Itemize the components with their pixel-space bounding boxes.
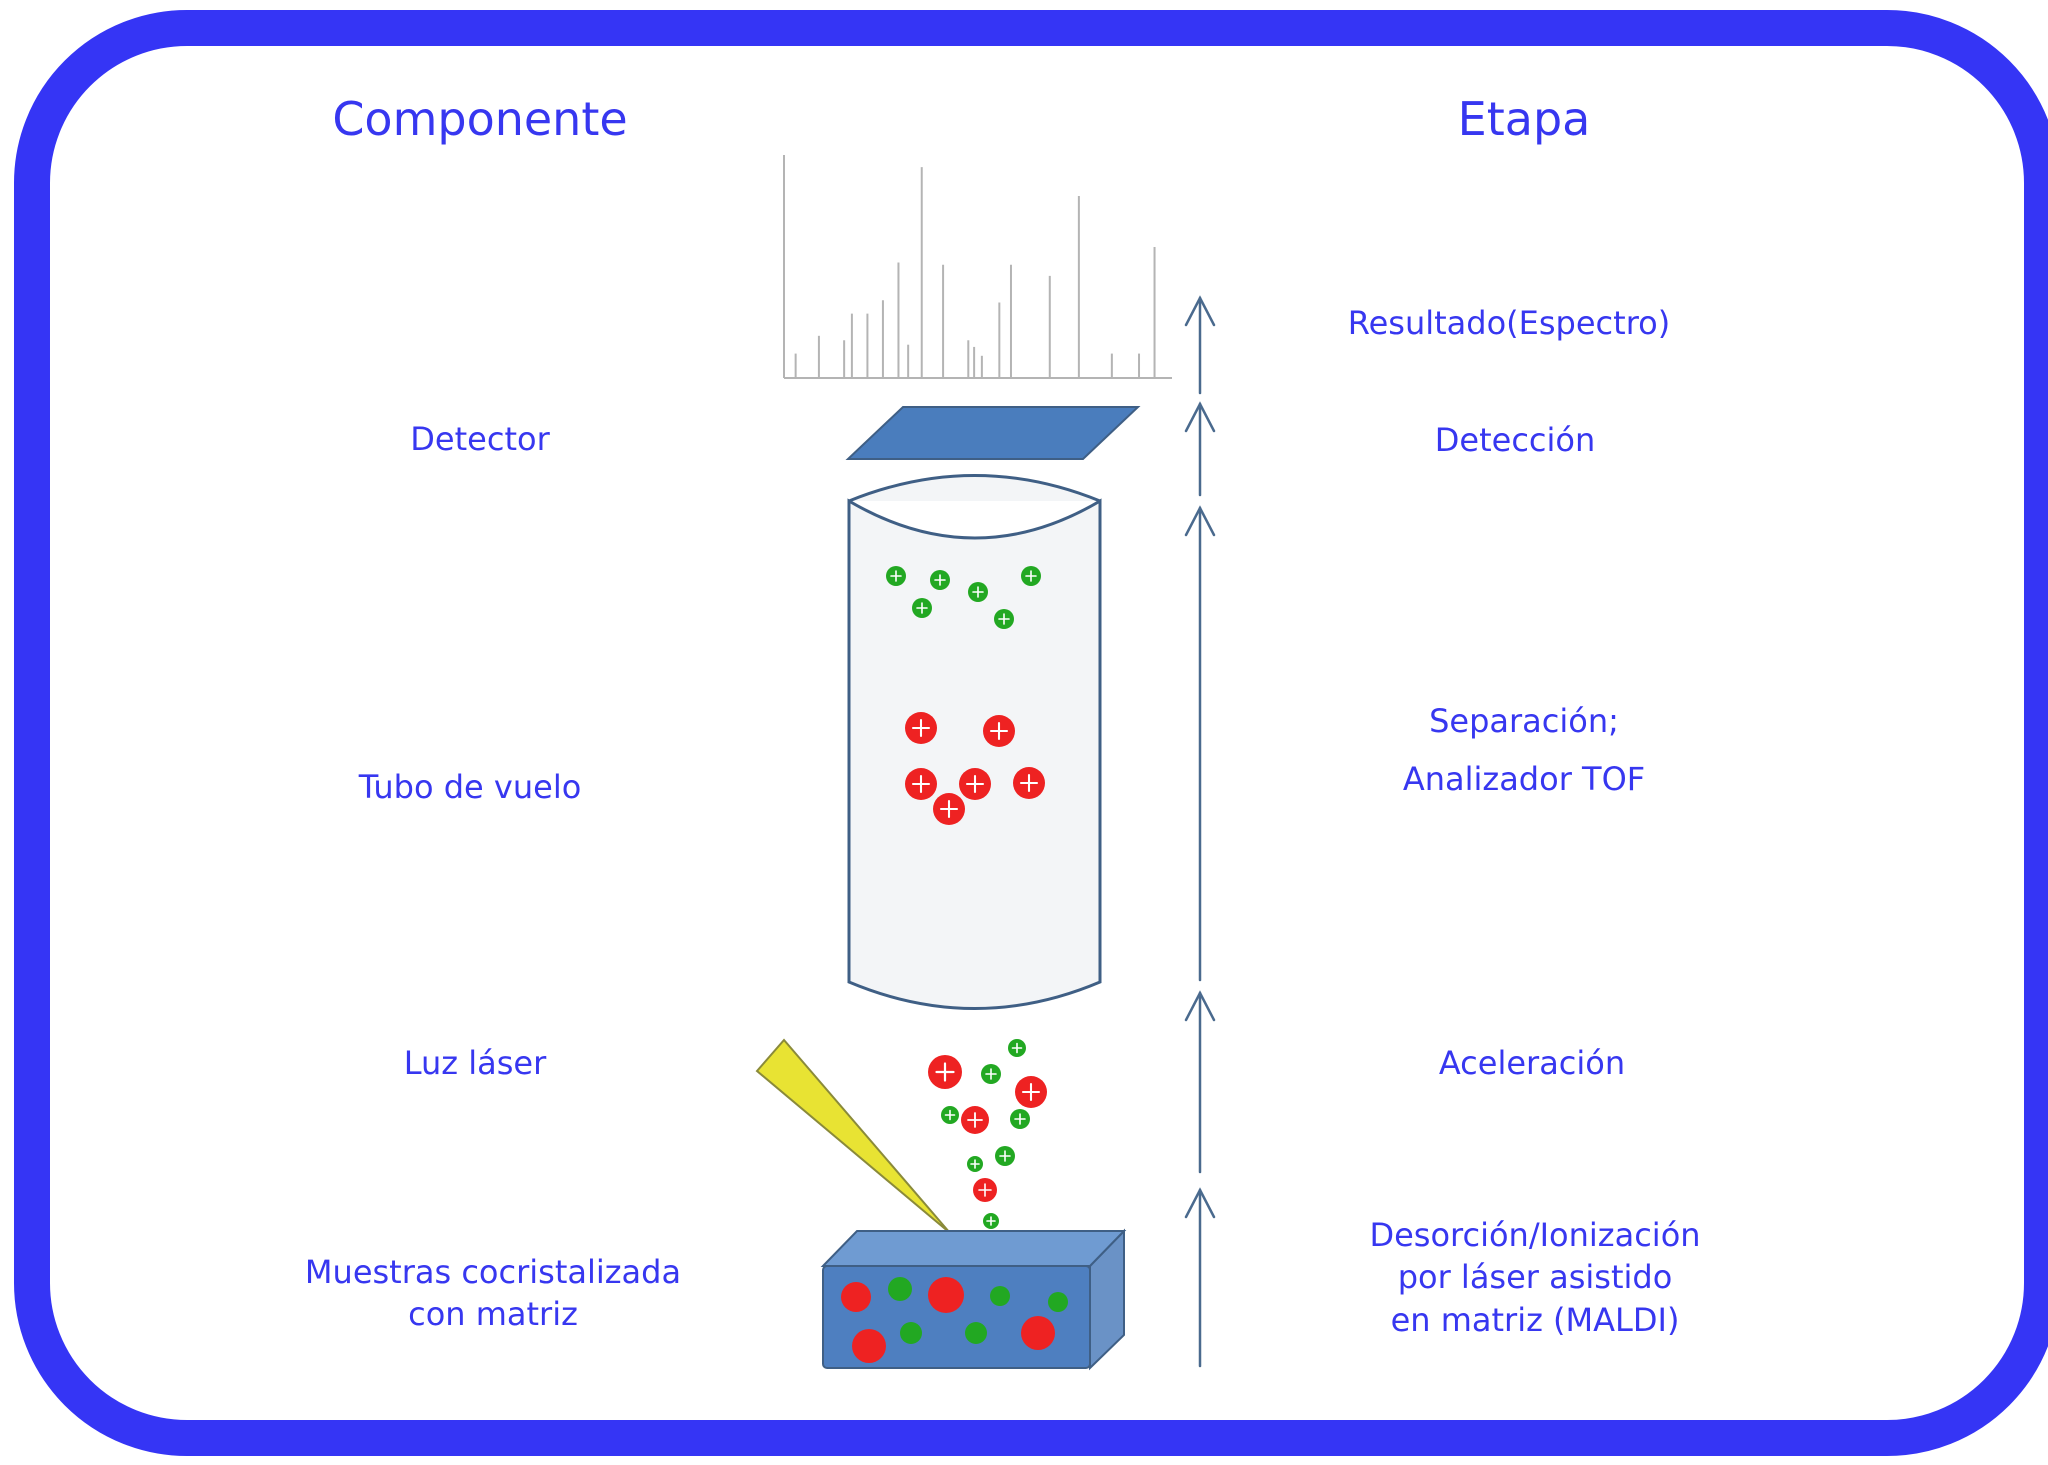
matrix-crystal bbox=[888, 1277, 912, 1301]
light-ion bbox=[994, 609, 1014, 629]
matrix-crystal bbox=[965, 1322, 987, 1344]
flight-tube-body bbox=[847, 498, 1102, 1010]
component-flight-tube: Tubo de vuelo bbox=[358, 768, 582, 806]
plus-sign-icon bbox=[965, 774, 985, 794]
matrix-crystal bbox=[900, 1322, 922, 1344]
plus-sign-icon bbox=[911, 718, 931, 738]
plus-sign-icon bbox=[967, 1112, 983, 1128]
plus-sign-icon bbox=[890, 570, 902, 582]
arrow-up-detection bbox=[1184, 401, 1216, 497]
component-sample: Muestras cocristalizada con matriz bbox=[243, 1253, 743, 1334]
matrix-crystal bbox=[852, 1329, 886, 1363]
sample-plate bbox=[820, 1228, 1127, 1371]
component-laser: Luz láser bbox=[403, 1044, 547, 1082]
plus-sign-icon bbox=[998, 613, 1010, 625]
heavy-ion bbox=[1015, 1076, 1047, 1108]
plus-sign-icon bbox=[978, 1183, 992, 1197]
plus-sign-icon bbox=[1011, 1042, 1023, 1054]
heavy-ion bbox=[1013, 767, 1045, 799]
heavy-ion bbox=[983, 715, 1015, 747]
light-ion bbox=[981, 1064, 1001, 1084]
plus-sign-icon bbox=[1019, 773, 1039, 793]
matrix-crystal bbox=[1048, 1292, 1068, 1312]
stage-separation-line1: Separación; bbox=[1429, 702, 1619, 740]
heavy-ion bbox=[961, 1106, 989, 1134]
stage-acceleration: Aceleración bbox=[1438, 1044, 1626, 1082]
matrix-crystal bbox=[841, 1282, 871, 1312]
plus-sign-icon bbox=[972, 586, 984, 598]
light-ion bbox=[912, 598, 932, 618]
arrow-up-maldi bbox=[1184, 1187, 1216, 1368]
plus-sign-icon bbox=[911, 774, 931, 794]
plus-sign-icon bbox=[970, 1159, 980, 1169]
spectrum-peaks bbox=[794, 167, 1156, 378]
flight-tube bbox=[847, 474, 1102, 1010]
sample-plate-crystals bbox=[841, 1277, 1068, 1363]
plus-sign-icon bbox=[986, 1216, 996, 1226]
matrix-crystal bbox=[1021, 1316, 1055, 1350]
stage-detection: Detección bbox=[1434, 421, 1596, 459]
light-ion bbox=[968, 582, 988, 602]
detector-plate bbox=[845, 406, 1141, 460]
light-ion bbox=[1010, 1109, 1030, 1129]
light-ion bbox=[1008, 1039, 1026, 1057]
plus-sign-icon bbox=[1025, 570, 1037, 582]
plus-sign-icon bbox=[989, 721, 1009, 741]
matrix-crystal bbox=[928, 1277, 964, 1313]
heavy-ion bbox=[928, 1055, 962, 1089]
plus-sign-icon bbox=[985, 1068, 997, 1080]
plus-sign-icon bbox=[916, 602, 928, 614]
stage-result: Resultado(Espectro) bbox=[1347, 304, 1671, 342]
ions-desorption-plume bbox=[928, 1039, 1047, 1229]
laser-beam bbox=[755, 1038, 951, 1234]
plus-sign-icon bbox=[939, 799, 959, 819]
stage-maldi-line3: en matriz (MALDI) bbox=[1390, 1300, 1680, 1339]
light-ion bbox=[995, 1146, 1015, 1166]
light-ion bbox=[967, 1156, 983, 1172]
mass-spectrum bbox=[783, 155, 1172, 379]
plus-sign-icon bbox=[944, 1109, 956, 1121]
plus-sign-icon bbox=[1014, 1113, 1026, 1125]
stage-maldi: Desorción/Ionización por láser asistido … bbox=[1235, 1216, 1835, 1339]
arrow-up-result bbox=[1184, 295, 1216, 395]
plus-sign-icon bbox=[1021, 1082, 1041, 1102]
heavy-ion bbox=[905, 712, 937, 744]
header-stage: Etapa bbox=[1457, 92, 1591, 146]
light-ion bbox=[983, 1213, 999, 1229]
ions-light-group bbox=[886, 566, 1041, 629]
stage-separation: Separación; Analizador TOF bbox=[1224, 702, 1824, 799]
arrow-up-acceleration bbox=[1184, 990, 1216, 1174]
heavy-ion bbox=[959, 768, 991, 800]
plus-sign-icon bbox=[935, 1062, 955, 1082]
flight-tube-rim bbox=[848, 474, 1101, 503]
arrow-up-separation bbox=[1184, 505, 1216, 982]
component-sample-line1: Muestras cocristalizada bbox=[304, 1253, 682, 1291]
stage-maldi-line2: por láser asistido bbox=[1397, 1258, 1673, 1297]
sample-plate-top bbox=[820, 1230, 1127, 1267]
stage-maldi-line1: Desorción/Ionización bbox=[1369, 1216, 1701, 1254]
stage-arrows bbox=[1184, 295, 1216, 1368]
component-sample-line2: con matriz bbox=[408, 1295, 578, 1334]
heavy-ion bbox=[933, 793, 965, 825]
stage-separation-line2: Analizador TOF bbox=[1402, 760, 1646, 799]
plus-sign-icon bbox=[999, 1150, 1011, 1162]
header-component: Componente bbox=[332, 92, 628, 146]
light-ion bbox=[886, 566, 906, 586]
plus-sign-icon bbox=[934, 574, 946, 586]
light-ion bbox=[1021, 566, 1041, 586]
light-ion bbox=[941, 1106, 959, 1124]
component-detector: Detector bbox=[410, 420, 550, 458]
matrix-crystal bbox=[990, 1286, 1010, 1306]
heavy-ion bbox=[905, 768, 937, 800]
ions-heavy-group bbox=[905, 712, 1045, 825]
heavy-ion bbox=[973, 1178, 997, 1202]
light-ion bbox=[930, 570, 950, 590]
